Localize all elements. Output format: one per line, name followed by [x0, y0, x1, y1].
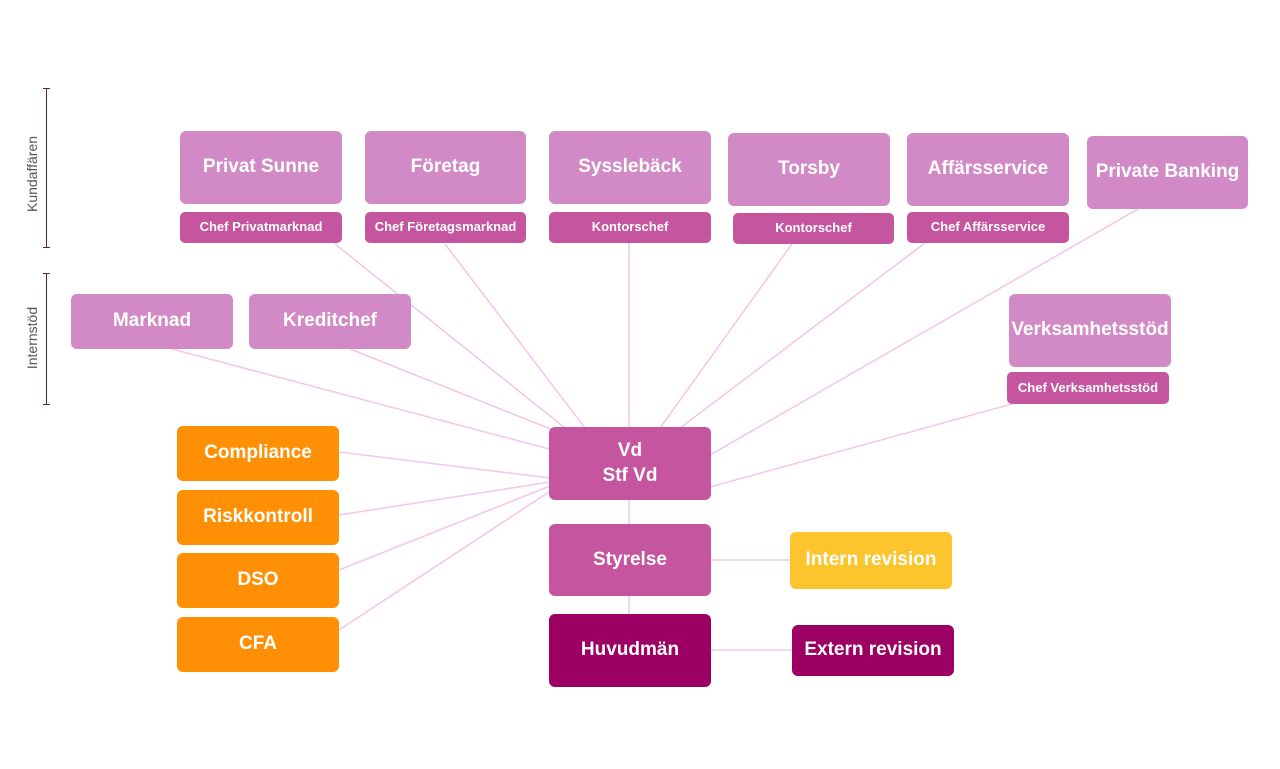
role-kontorschef-syssleback: Kontorschef [549, 212, 711, 243]
section-label-customer: Kundaffären [24, 135, 40, 213]
role-kontorschef-torsby: Kontorschef [733, 213, 894, 244]
unit-syssleback: Sysslebäck [549, 131, 711, 204]
section-bracket-customer [43, 88, 50, 248]
role-chef-verksamhetsstod: Chef Verksamhetsstöd [1007, 372, 1169, 404]
unit-foretag: Företag [365, 131, 526, 204]
control-compliance: Compliance [177, 426, 339, 481]
role-chef-foretagsmarknad: Chef Företagsmarknad [365, 212, 526, 243]
governance-styrelse: Styrelse [549, 524, 711, 596]
role-chef-privatmarknad: Chef Privatmarknad [180, 212, 342, 243]
connector-affarsservice [679, 242, 926, 429]
unit-kreditchef: Kreditchef [249, 294, 411, 349]
deputy-ceo-title: Stf Vd [602, 464, 658, 486]
governance-extern-revision: Extern revision [792, 625, 954, 676]
connector-kreditchef [349, 348, 559, 433]
connector-privat-sunne [334, 243, 566, 429]
connector-foretag [444, 243, 586, 429]
connector-cfa [338, 489, 553, 631]
section-label-internal: Internstöd [24, 306, 40, 370]
unit-private-banking: Private Banking [1087, 136, 1248, 209]
governance-intern-revision: Intern revision [790, 532, 952, 589]
unit-verksamhetsstod: Verksamhetsstöd [1009, 294, 1171, 367]
connector-torsby [659, 243, 793, 429]
connector-verksamhetsstod [709, 403, 1013, 488]
connector-compliance [338, 451, 551, 479]
unit-marknad: Marknad [71, 294, 233, 349]
unit-torsby: Torsby [728, 133, 890, 206]
ceo-title: Vd [617, 439, 643, 461]
role-chef-affarsservice: Chef Affärsservice [907, 212, 1069, 243]
unit-privat-sunne: Privat Sunne [180, 131, 342, 204]
control-dso: DSO [177, 553, 339, 608]
governance-huvudman: Huvudmän [549, 614, 711, 687]
connector-dso [338, 485, 551, 571]
section-bracket-internal [43, 273, 50, 405]
control-riskkontroll: Riskkontroll [177, 490, 339, 545]
connector-private-banking [709, 208, 1139, 456]
connector-riskkontroll [338, 481, 551, 516]
connector-marknad [171, 348, 554, 451]
control-cfa: CFA [177, 617, 339, 672]
ceo-box: Vd Stf Vd [549, 427, 711, 500]
unit-affarsservice: Affärsservice [907, 133, 1069, 206]
